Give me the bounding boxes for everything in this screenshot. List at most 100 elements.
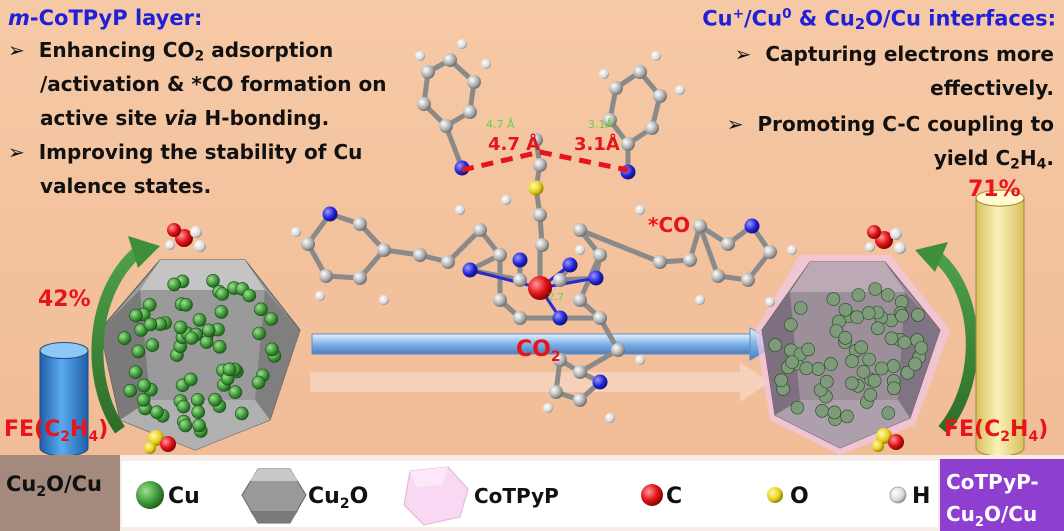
- cu-particle-icon: [128, 365, 143, 380]
- left-bullet1-line2: /activation & *CO formation on: [40, 72, 387, 96]
- c-atom-icon: [593, 311, 607, 325]
- cu-particle-icon: [212, 339, 227, 354]
- cu-particle-icon: [880, 288, 895, 302]
- bond-line: [577, 347, 621, 375]
- cu-particle-icon: [774, 373, 789, 388]
- cu-particle-icon: [854, 340, 869, 355]
- c-atom-icon: [535, 238, 549, 252]
- cu-particle-icon: [799, 361, 814, 376]
- cu-particle-icon: [845, 376, 859, 391]
- h-atom-icon: [599, 69, 609, 79]
- cu-particle-icon: [206, 273, 220, 288]
- cu-particle-icon: [242, 288, 257, 303]
- left-fe-bar: [39, 342, 89, 457]
- left-dodecahedron-icon: [99, 259, 301, 451]
- right-bottom-molecule-icon: [872, 428, 904, 452]
- left-bullet1-line3: active site via H-bonding.: [40, 106, 330, 130]
- h-atom-icon: [291, 227, 301, 237]
- left-bullet2-line2: valence states.: [40, 174, 212, 198]
- cu-particle-icon: [201, 323, 216, 338]
- cu-particle-icon: [254, 302, 268, 317]
- cu-particle-icon: [884, 331, 899, 346]
- c-atom-icon: [573, 223, 587, 237]
- left-top-molecule-icon: [165, 223, 206, 252]
- cotpyp-legend-icon: [403, 466, 469, 526]
- c-atom-icon: [653, 255, 667, 269]
- h-atom-icon: [675, 85, 685, 95]
- cu-particle-icon: [870, 321, 885, 336]
- right-bullet1-line1: ➢ Capturing electrons more: [734, 42, 1054, 66]
- cu-particle-icon: [192, 418, 206, 433]
- left-arrowhead-icon: [128, 236, 160, 268]
- h-atom-icon: [765, 297, 775, 307]
- right-percent-label: 71%: [968, 177, 1021, 202]
- cu-particle-icon: [131, 344, 146, 359]
- title-prefix: m: [8, 6, 30, 30]
- h-bond-dashes: [461, 149, 629, 173]
- c-atom-icon: [353, 271, 367, 285]
- h-atom-icon: [543, 403, 553, 413]
- left-curved-arrow-icon: [91, 245, 144, 434]
- cu-particle-icon: [264, 312, 279, 326]
- cu-particle-icon: [895, 308, 909, 323]
- c-atom-icon: [553, 353, 567, 367]
- small-distance-3: 2.7: [548, 292, 564, 303]
- cu-particle-icon: [886, 359, 901, 373]
- n-atom-icon: [592, 374, 608, 390]
- cu-particle-icon: [214, 305, 229, 319]
- c-atom-icon: [443, 53, 457, 67]
- cu-particle-icon: [235, 406, 249, 421]
- c-legend-icon: [641, 484, 663, 506]
- cu-particle-icon: [838, 330, 853, 345]
- c-atom-icon: [301, 237, 315, 251]
- cu-particle-icon: [208, 392, 222, 407]
- small-distance-2: 3.1Å: [588, 118, 613, 131]
- small-distance-1: 4.7 Å: [486, 118, 515, 131]
- c-atom-icon: [593, 248, 607, 262]
- cu-particle-icon: [911, 308, 925, 322]
- cu-particle-icon: [768, 338, 783, 352]
- cu-particle-icon: [868, 282, 883, 296]
- right-arrowhead-icon: [915, 242, 948, 272]
- right-bullet2-line2: yield C2H4.: [933, 146, 1054, 173]
- right-panel-title: Cu+/Cu0 & Cu2O/Cu interfaces:: [702, 6, 1056, 34]
- cu-particle-icon: [190, 393, 205, 407]
- n-atom-icon: [462, 262, 478, 278]
- bond-line: [697, 223, 721, 279]
- c-atom-icon: [711, 269, 725, 283]
- cu-particle-icon: [143, 317, 158, 332]
- cu-particle-icon: [824, 357, 838, 371]
- cu-particle-icon: [145, 338, 160, 352]
- o-atom-icon: [528, 180, 544, 196]
- cu-particle-icon: [265, 342, 279, 357]
- n-atom-icon: [562, 257, 578, 273]
- cu-particle-icon: [881, 406, 896, 420]
- c-atom-icon: [573, 393, 587, 407]
- cu-particle-icon: [785, 355, 799, 369]
- right-fe-label: FE(C2H4): [944, 417, 1048, 445]
- cu-particle-icon: [815, 403, 829, 418]
- cu-particle-icon: [887, 381, 901, 396]
- left-fe-label: FE(C2H4): [4, 417, 108, 445]
- right-bullet2-line1: ➢ Promoting C-C coupling to: [726, 112, 1054, 136]
- c-atom-icon: [473, 223, 487, 237]
- left-label-box: [0, 455, 120, 531]
- c-atom-icon: [529, 133, 543, 147]
- cu-particle-icon: [801, 342, 816, 357]
- cu-particle-icon: [215, 287, 230, 301]
- n-atom-icon: [322, 206, 338, 222]
- cu-particle-icon: [184, 372, 198, 387]
- c-atom-icon: [533, 208, 547, 222]
- c-atom-icon: [421, 65, 435, 79]
- c-atom-icon: [621, 137, 635, 151]
- cu-particle-icon: [123, 383, 137, 398]
- c-atom-icon: [413, 248, 427, 262]
- c-atom-icon: [513, 273, 527, 287]
- bond-line: [445, 227, 483, 265]
- c-atom-icon: [417, 97, 431, 111]
- cu-particle-icon: [184, 331, 199, 345]
- c-atom-icon: [573, 365, 587, 379]
- right-curved-arrow-icon: [931, 250, 978, 434]
- cu-particle-icon: [129, 308, 143, 323]
- cu-particle-icon: [850, 310, 864, 325]
